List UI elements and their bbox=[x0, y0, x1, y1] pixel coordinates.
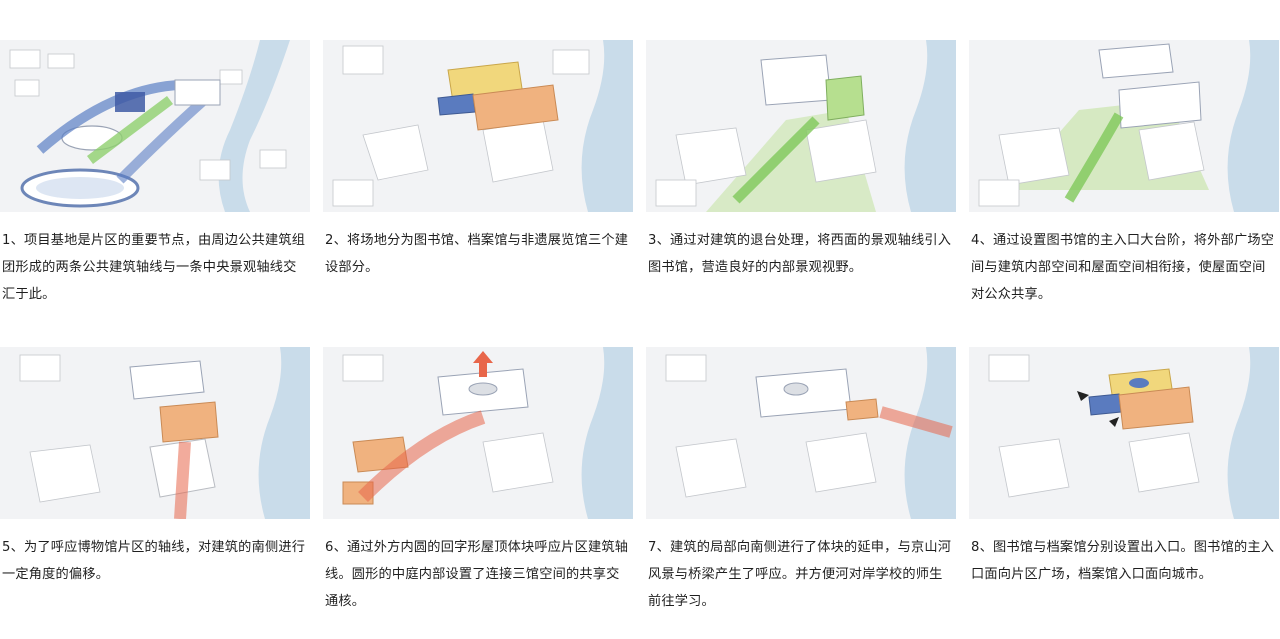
entrance-arrow-icon bbox=[1077, 391, 1089, 401]
step-5-illustration bbox=[0, 347, 310, 519]
step-4-caption: 4、通过设置图书馆的主入口大台阶，将外部广场空间与建筑内部空间和屋面空间相衔接，… bbox=[971, 233, 1275, 302]
step-1-caption: 1、项目基地是片区的重要节点，由周边公共建筑组团形成的两条公共建筑轴线与一条中央… bbox=[2, 233, 306, 302]
archive-block-icon bbox=[437, 93, 476, 116]
step-panel-1: 1、项目基地是片区的重要节点，由周边公共建筑组团形成的两条公共建筑轴线与一条中央… bbox=[0, 40, 310, 308]
step-5-caption: 5、为了呼应博物馆片区的轴线，对建筑的南侧进行一定角度的偏移。 bbox=[2, 540, 306, 582]
green-axis-arrow-icon bbox=[732, 116, 820, 204]
step-3-caption: 3、通过对建筑的退台处理，将西面的景观轴线引入图书馆，营造良好的内部景观视野。 bbox=[648, 233, 952, 275]
step-panel-4: 4、通过设置图书馆的主入口大台阶，将外部广场空间与建筑内部空间和屋面空间相衔接，… bbox=[969, 40, 1279, 308]
step-7-illustration bbox=[646, 347, 956, 519]
step-panel-7: 7、建筑的局部向南侧进行了体块的延申，与京山河风景与桥梁产生了呼应。并方便河对岸… bbox=[646, 347, 956, 615]
step-panel-3: 3、通过对建筑的退台处理，将西面的景观轴线引入图书馆，营造良好的内部景观视野。 bbox=[646, 40, 956, 281]
red-axis-arrow-icon bbox=[879, 406, 953, 438]
step-4-illustration bbox=[969, 40, 1279, 212]
step-8-caption: 8、图书馆与档案馆分别设置出入口。图书馆的主入口面向片区广场，档案馆入口面向城市… bbox=[971, 540, 1275, 582]
step-panel-8: 8、图书馆与档案馆分别设置出入口。图书馆的主入口面向片区广场，档案馆入口面向城市… bbox=[969, 347, 1279, 588]
step-1-illustration bbox=[0, 40, 310, 212]
step-2-caption: 2、将场地分为图书馆、档案馆与非遗展览馆三个建设部分。 bbox=[325, 233, 629, 275]
exhibition-block-icon bbox=[472, 84, 559, 131]
step-panel-6: 6、通过外方内圆的回字形屋顶体块呼应片区建筑轴线。圆形的中庭内部设置了连接三馆空… bbox=[323, 347, 633, 615]
step-3-illustration bbox=[646, 40, 956, 212]
step-6-caption: 6、通过外方内圆的回字形屋顶体块呼应片区建筑轴线。圆形的中庭内部设置了连接三馆空… bbox=[325, 540, 629, 609]
step-panel-2: 2、将场地分为图书馆、档案馆与非遗展览馆三个建设部分。 bbox=[323, 40, 633, 281]
step-2-illustration bbox=[323, 40, 633, 212]
red-axis-arrow-icon bbox=[174, 441, 191, 519]
step-panel-5: 5、为了呼应博物馆片区的轴线，对建筑的南侧进行一定角度的偏移。 bbox=[0, 347, 310, 588]
step-7-caption: 7、建筑的局部向南侧进行了体块的延申，与京山河风景与桥梁产生了呼应。并方便河对岸… bbox=[648, 540, 952, 609]
red-axis-arrow-icon bbox=[358, 410, 486, 502]
terrace-icon bbox=[825, 75, 865, 121]
green-axis-arrow-icon bbox=[1064, 112, 1124, 203]
up-arrow-icon bbox=[473, 351, 493, 377]
green-axis-arrow-icon bbox=[87, 96, 173, 164]
step-6-illustration bbox=[323, 347, 633, 519]
step-8-illustration bbox=[969, 347, 1279, 519]
